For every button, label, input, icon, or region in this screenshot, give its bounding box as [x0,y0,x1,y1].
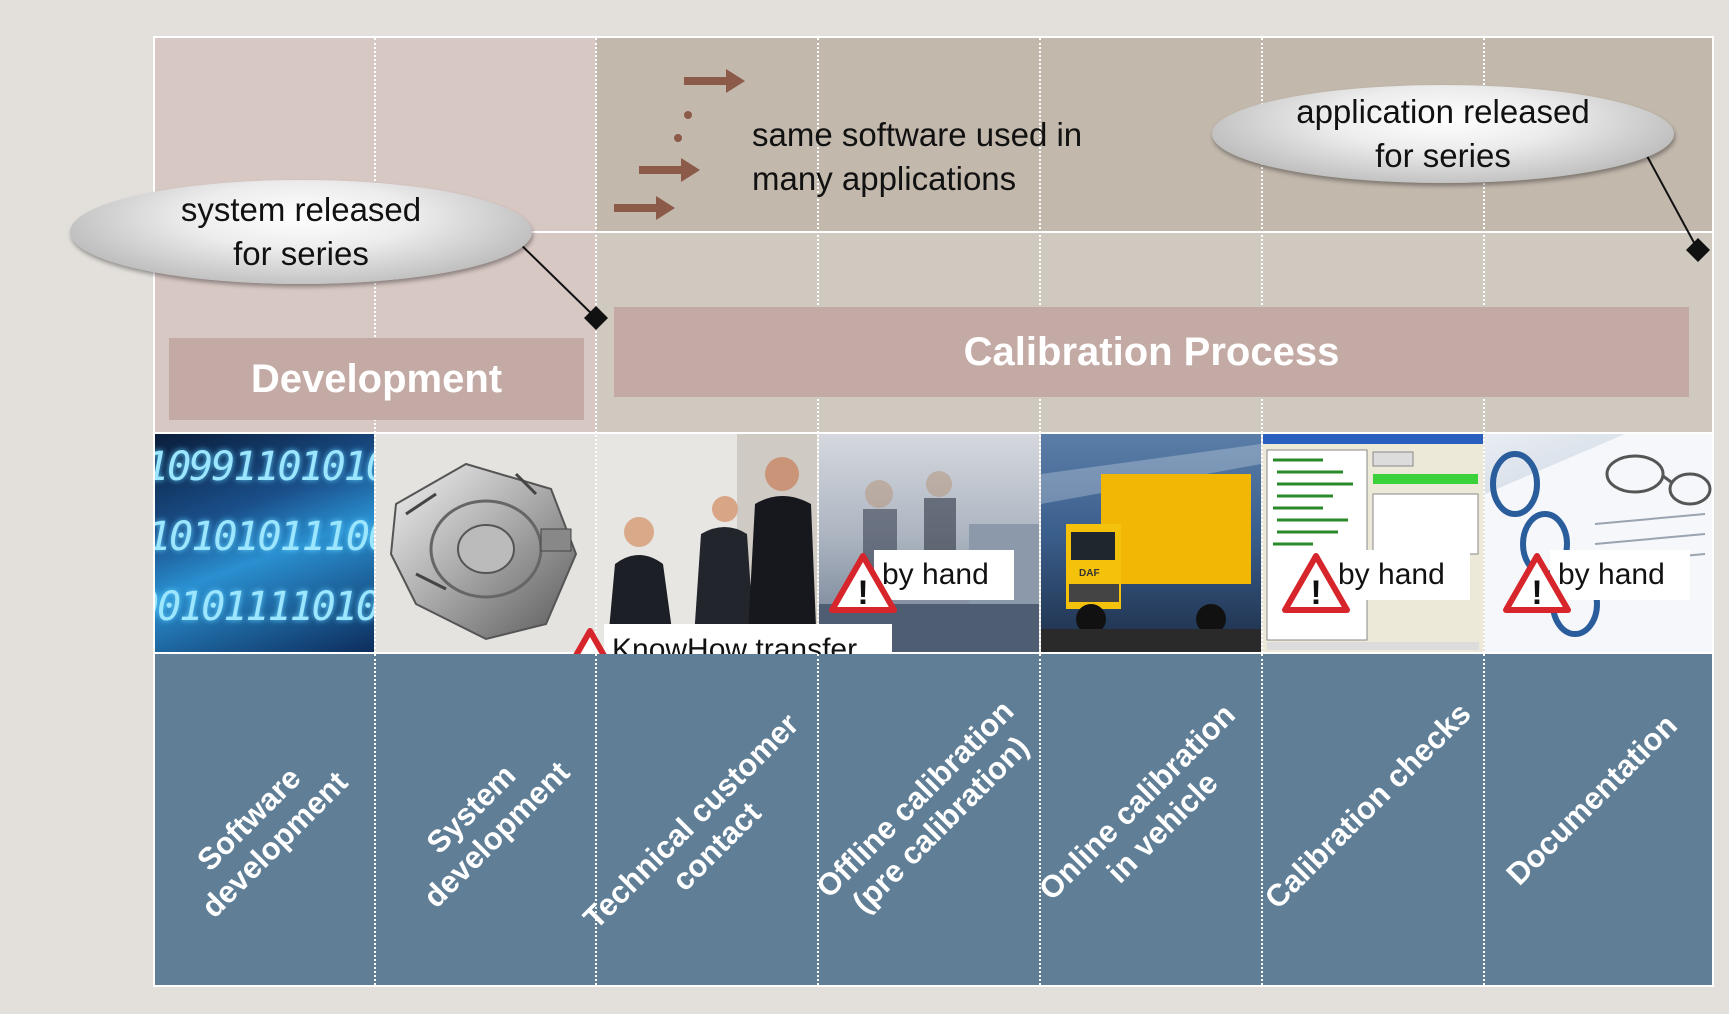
arrow-head-icon [656,196,675,220]
warning-mark: ! [1531,574,1542,612]
warning-icon: ! [1503,553,1571,613]
column-separator [595,38,597,985]
column-separator [817,38,819,985]
ellipsis-dot [674,134,682,142]
by-hand-label: by hand [1558,558,1665,591]
arrow-shaft [639,166,683,174]
by-hand-label: by hand [1338,558,1445,591]
warning-mark: ! [857,574,868,612]
warning-icon: ! [829,553,897,613]
calibration-process-band: Calibration Process [614,307,1689,397]
binary-digits: 10991101010010 [155,444,374,490]
arrow-shaft [614,204,658,212]
application-release-pointer [1639,142,1699,251]
offline-calibration-image [819,434,1039,652]
arrow-head-icon [681,158,700,182]
warning-mark: ! [1310,574,1321,612]
bottom-border [153,985,1714,987]
column-separator [374,654,376,985]
software-window [1263,434,1483,652]
by-hand-callout-checks: by hand [1330,550,1470,600]
transmission-image [376,434,595,652]
applications-arrows [614,69,745,220]
customer-meeting-image [597,434,817,652]
software-note-line-1: same software used in [752,116,1083,153]
application-release-diamond-icon [1686,238,1710,262]
column-separator [1261,654,1263,985]
development-band: Development [169,338,584,420]
software-note: same software used in many applications [752,113,1082,201]
software-note-line-2: many applications [752,160,1017,197]
image-strip-bottom-line [155,652,1712,654]
by-hand-label: by hand [882,558,989,591]
application-released-bubble: application released for series [1212,85,1674,183]
truck-render: DAF [1041,444,1261,652]
zone-divider-line [155,231,1712,233]
transmission-render [389,462,578,641]
truck-brand-label: DAF [1079,568,1100,579]
binary-digits: 00101111010111 [155,584,374,630]
by-hand-callout-offline: by hand [874,550,1014,600]
people-silhouettes [597,434,817,652]
office-scene [819,471,1039,652]
column-separator [1039,654,1041,985]
calibration-checks-screenshot-image [1263,434,1483,652]
by-hand-callout-docs: by hand [1550,550,1690,600]
column-separator [374,38,376,985]
column-separator [1261,38,1263,985]
column-separator [817,654,819,985]
column-separator [1483,654,1485,985]
binder-render [1485,434,1712,652]
column-separator [1483,38,1485,985]
right-border [1712,36,1714,986]
column-separator [595,654,597,985]
system-release-diamond-icon [584,306,608,330]
image-strip-top-line [155,432,1712,434]
system-released-bubble: system released for series [70,180,532,284]
arrow-shaft [684,77,728,85]
documentation-image [1485,434,1712,652]
arrow-head-icon [726,69,745,93]
truck-image: DAF [1041,434,1261,652]
process-steps-area [155,654,1712,985]
system-release-pointer [513,237,597,319]
ellipsis-dot [684,111,692,119]
top-border [155,36,1712,38]
warning-icon: ! [1282,553,1350,613]
left-border [153,36,155,986]
column-separator [1039,38,1041,985]
